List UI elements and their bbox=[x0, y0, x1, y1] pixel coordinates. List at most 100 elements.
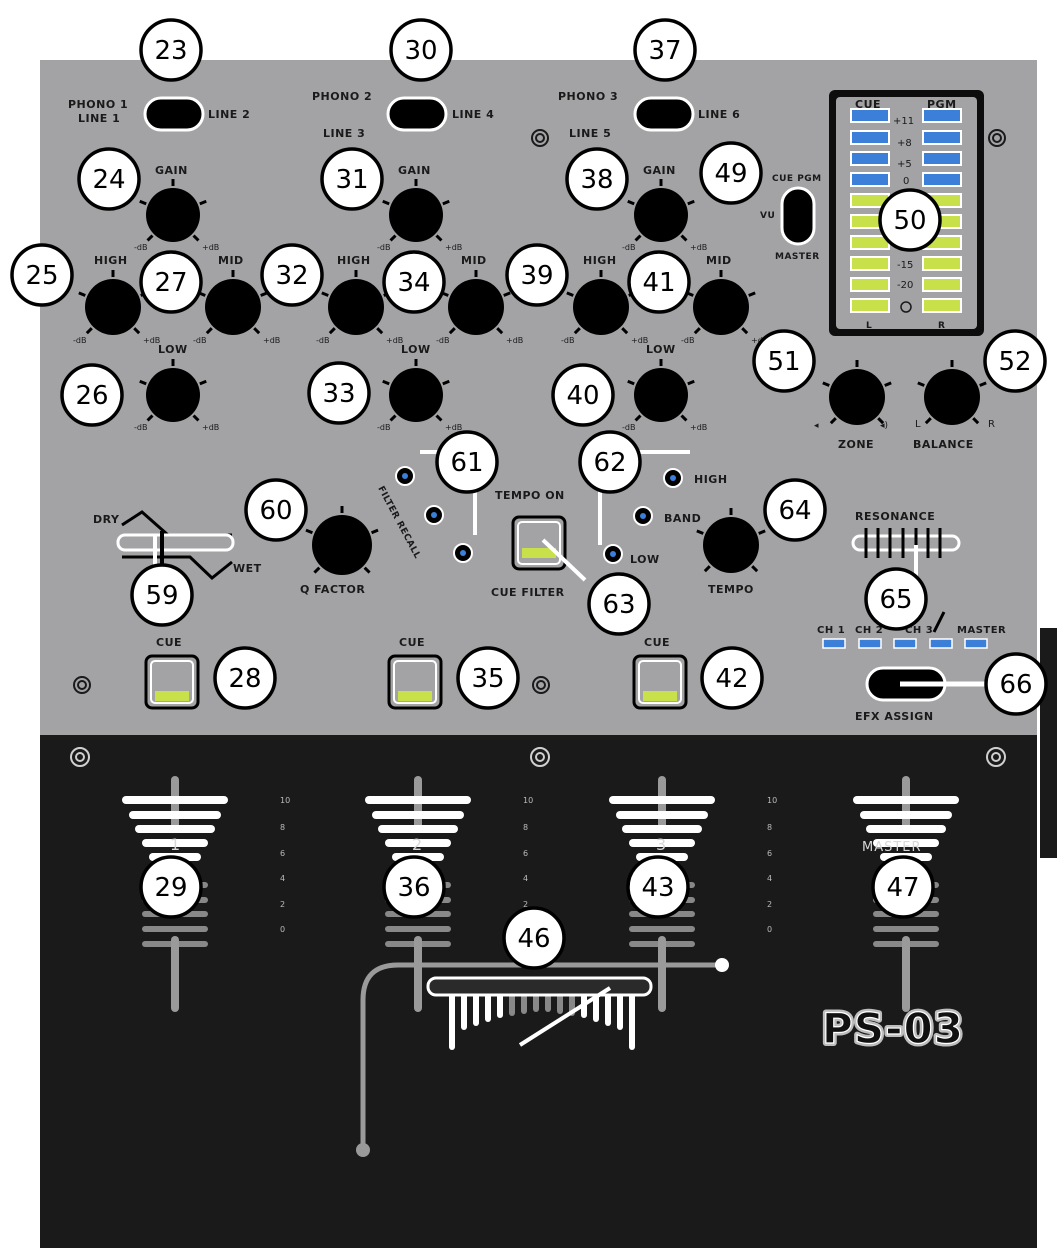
callout-number: 66 bbox=[984, 652, 1048, 716]
logo-text: PS-03 bbox=[822, 1004, 964, 1053]
meter-led bbox=[850, 256, 890, 271]
efx-target-label: CH 3 bbox=[905, 625, 933, 636]
callout-number: 30 bbox=[389, 18, 453, 82]
input-selector-switch[interactable] bbox=[143, 96, 205, 132]
fader-scale-mark: 8 bbox=[280, 823, 285, 832]
meter-led bbox=[850, 151, 890, 166]
low-knob[interactable] bbox=[382, 359, 450, 422]
knob-min-label: -dB bbox=[134, 423, 147, 432]
knobs bbox=[78, 179, 987, 575]
cue-filter-button[interactable] bbox=[511, 515, 567, 571]
knob-min-label: -dB bbox=[681, 336, 694, 345]
callout-text: 39 bbox=[520, 261, 553, 291]
callout-text: 63 bbox=[602, 590, 635, 620]
cue-buttons: CUE CUE CUE bbox=[144, 636, 688, 710]
resonance-slider[interactable] bbox=[851, 534, 961, 552]
gain-knob[interactable] bbox=[139, 179, 207, 242]
crossfader-track[interactable] bbox=[426, 976, 653, 997]
q-factor-label: Q FACTOR bbox=[300, 583, 365, 596]
high-knob[interactable] bbox=[78, 270, 148, 335]
callout-number: 25 bbox=[10, 243, 74, 307]
meter-led bbox=[922, 108, 962, 123]
knob-labels: GAIN GAIN GAIN HIGH HIGH HIGH MID MID MI… bbox=[94, 164, 731, 356]
meter-left-label: L bbox=[866, 321, 872, 331]
callout-text: 52 bbox=[998, 347, 1031, 377]
gain-label: GAIN bbox=[643, 164, 676, 177]
knob-min-label: -dB bbox=[316, 336, 329, 345]
callout-number: 24 bbox=[77, 147, 141, 211]
callout-text: 49 bbox=[714, 159, 747, 189]
meter-value: -20 bbox=[897, 280, 913, 291]
tempo-knob[interactable] bbox=[696, 508, 766, 573]
meter-led bbox=[922, 130, 962, 145]
balance-left-label: L bbox=[915, 419, 921, 430]
fader-scale-mark: 0 bbox=[280, 925, 285, 934]
meter-led bbox=[850, 235, 890, 250]
callout-number: 59 bbox=[130, 563, 194, 627]
callout-text: 29 bbox=[154, 873, 187, 903]
dry-wet-slider[interactable] bbox=[116, 533, 235, 552]
callout-text: 28 bbox=[228, 664, 261, 694]
meter-led bbox=[850, 108, 890, 123]
callout-number: 46 bbox=[502, 906, 566, 970]
mid-knob[interactable] bbox=[441, 270, 511, 335]
callout-text: 34 bbox=[397, 268, 430, 298]
selector-left-label: PHONO 2 bbox=[312, 90, 372, 103]
edge-mark bbox=[1040, 628, 1057, 858]
cue-button[interactable] bbox=[632, 654, 688, 710]
knob-min-label: -dB bbox=[73, 336, 86, 345]
cue-pgm-switch[interactable] bbox=[780, 186, 816, 246]
selector-right-label: LINE 4 bbox=[452, 108, 494, 121]
low-knob[interactable] bbox=[139, 359, 207, 422]
low-knob[interactable] bbox=[627, 359, 695, 422]
knob-max-label: +dB bbox=[202, 243, 219, 252]
callout-text: 30 bbox=[404, 36, 437, 66]
knob-max-label: +dB bbox=[445, 243, 462, 252]
cue-label: CUE bbox=[156, 636, 182, 649]
selector-left-label2: LINE 1 bbox=[78, 112, 120, 125]
callout-number: 35 bbox=[456, 646, 520, 710]
fader-scale-mark: 0 bbox=[767, 925, 772, 934]
low-label: LOW bbox=[646, 343, 676, 356]
knob-min-label: -dB bbox=[377, 243, 390, 252]
fader-scale-mark: 10 bbox=[767, 796, 777, 805]
filter-band: HIGH BAND LOW bbox=[603, 468, 728, 566]
fader-scale-mark: 2 bbox=[523, 900, 528, 909]
high-knob[interactable] bbox=[321, 270, 391, 335]
callout-number: 63 bbox=[587, 572, 651, 636]
wet-label: WET bbox=[233, 562, 262, 575]
db-labels: -dB+dB-dB+dB-dB+dB-dB+dB-dB+dB-dB+dB-dB+… bbox=[73, 243, 768, 432]
mid-knob[interactable] bbox=[686, 270, 756, 335]
knob-max-label: +dB bbox=[690, 423, 707, 432]
input-selector-switch[interactable] bbox=[386, 96, 448, 132]
resonance-control: RESONANCE bbox=[851, 510, 961, 558]
q-factor-knob[interactable] bbox=[305, 506, 379, 575]
filter-high-label: HIGH bbox=[694, 473, 728, 486]
tempo-label: TEMPO bbox=[708, 583, 754, 596]
balance-right-label: R bbox=[988, 419, 995, 430]
screws bbox=[73, 129, 1006, 694]
meter-led bbox=[922, 151, 962, 166]
meter-led bbox=[850, 298, 890, 313]
callout-text: 27 bbox=[154, 268, 187, 298]
callout-number: 32 bbox=[260, 243, 324, 307]
resonance-label: RESONANCE bbox=[855, 510, 935, 523]
callout-text: 43 bbox=[641, 873, 674, 903]
callout-text: 38 bbox=[580, 165, 613, 195]
knob-min-label: -dB bbox=[377, 423, 390, 432]
fader-scale-mark: 8 bbox=[767, 823, 772, 832]
zone-knob[interactable] bbox=[822, 360, 892, 425]
cue-button[interactable] bbox=[387, 654, 443, 710]
efx-led bbox=[964, 638, 988, 649]
balance-knob[interactable] bbox=[917, 360, 987, 425]
callout-number: 31 bbox=[320, 147, 384, 211]
screw-icon bbox=[532, 676, 550, 694]
fader-scale-mark: 6 bbox=[767, 849, 772, 858]
screw-icon bbox=[988, 129, 1006, 147]
gain-knob[interactable] bbox=[627, 179, 695, 242]
cue-button[interactable] bbox=[144, 654, 200, 710]
callout-number: 50 bbox=[878, 188, 942, 252]
input-selector-switch[interactable] bbox=[633, 96, 695, 132]
gain-knob[interactable] bbox=[382, 179, 450, 242]
ps03-logo: PS-03 PS-03 bbox=[819, 1001, 966, 1056]
